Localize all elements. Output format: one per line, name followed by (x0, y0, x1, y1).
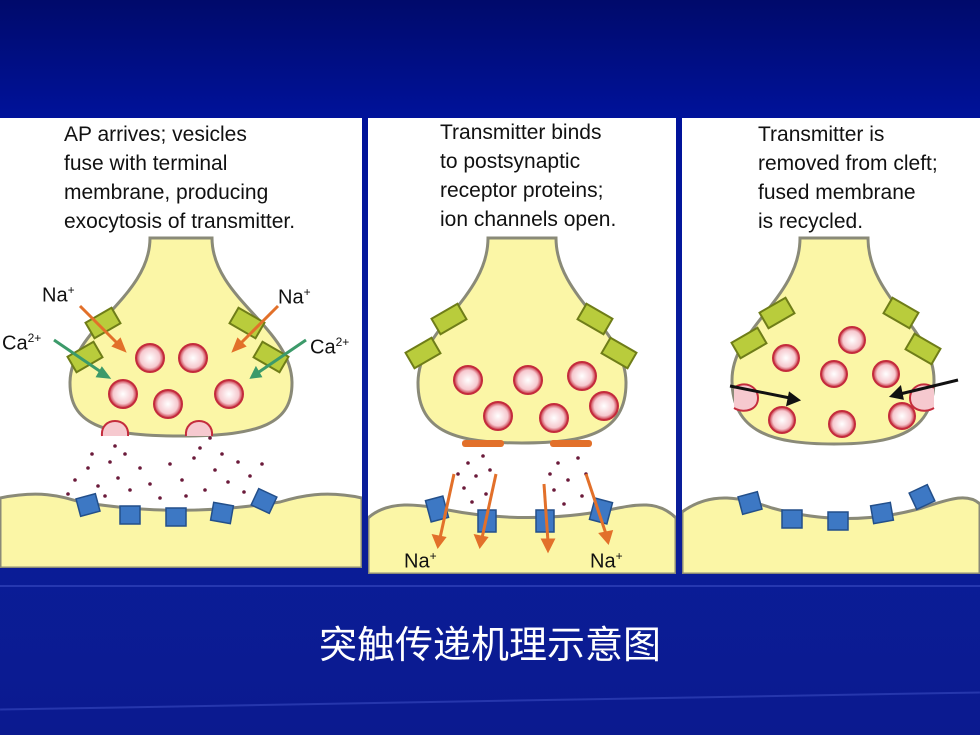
synaptic-vesicle (453, 361, 619, 433)
na-label: Na+ (404, 549, 437, 573)
panel-exocytosis: AP arrives; vesicles fuse with terminal … (0, 118, 362, 568)
ion-channel (730, 296, 942, 366)
recycling-arrow (729, 378, 959, 407)
panel-exocytosis-drawing (0, 236, 362, 568)
ca-label: Ca2+ (2, 331, 42, 355)
postsynaptic-receptor (737, 483, 936, 531)
panel-receptor-binding-drawing (368, 236, 676, 574)
panel-recycling-caption: Transmitter is removed from cleft; fused… (758, 123, 938, 233)
transmitter-molecules (66, 436, 264, 500)
panel-recycling: Transmitter is removed from cleft; fused… (682, 118, 980, 574)
na-arrow (78, 304, 280, 353)
recycling-vesicle (733, 383, 935, 412)
ion-channel (404, 302, 638, 370)
na-label: Na+ (590, 549, 623, 573)
na-arrow (431, 473, 614, 554)
ca-arrow (53, 338, 307, 379)
panel-exocytosis-caption: AP arrives; vesicles fuse with terminal … (64, 123, 296, 233)
slide-title: 突触传递机理示意图 (318, 623, 661, 667)
synaptic-vesicle (108, 343, 244, 419)
fused-vesicle (100, 420, 214, 437)
synaptic-vesicle (768, 326, 916, 438)
panel-recycling-drawing (682, 236, 980, 574)
fused-membrane-patch (462, 440, 592, 447)
ca-label: Ca2+ (310, 335, 350, 359)
transmitter-molecules (456, 454, 588, 506)
postsynaptic-receptor (75, 487, 278, 527)
na-label: Na+ (42, 283, 75, 307)
postsynaptic-cell (682, 496, 980, 574)
postsynaptic-cell (0, 492, 362, 568)
na-label: Na+ (278, 285, 311, 309)
ion-channel (66, 306, 290, 374)
panel-receptor-binding-caption: Transmitter binds to postsynaptic recept… (440, 121, 617, 231)
panel-receptor-binding: Transmitter binds to postsynaptic recept… (368, 118, 676, 574)
